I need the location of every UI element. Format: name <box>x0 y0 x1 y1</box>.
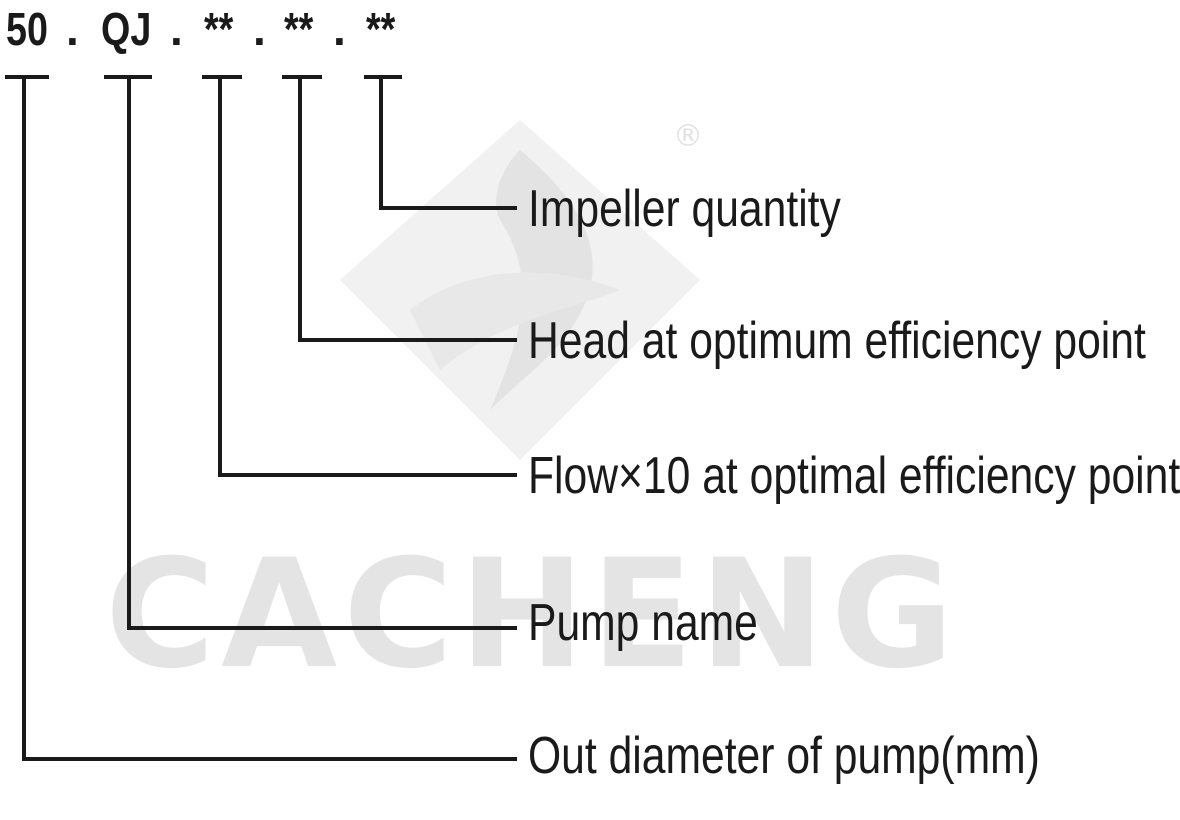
code-outer-diameter: 50 <box>6 3 48 55</box>
leader-horizontal-flow <box>218 473 517 477</box>
leader-horizontal-outer-diameter <box>22 757 517 761</box>
label-pump-name: Pump name <box>528 594 758 652</box>
code-separator-4: . <box>333 3 346 55</box>
leader-horizontal-pump-name <box>127 626 517 630</box>
code-impeller-quantity: ** <box>366 3 396 55</box>
company-logo-watermark <box>340 120 700 460</box>
pump-model-code-diagram: ® CACHENG 50 . QJ . ** . ** . ** Impelle… <box>5 3 1180 785</box>
label-out-diameter: Out diameter of pump(mm) <box>528 727 1040 785</box>
leader-horizontal-head <box>298 338 517 342</box>
label-head: Head at optimum efficiency point <box>528 312 1146 370</box>
registered-mark: ® <box>673 119 703 154</box>
underline-head <box>282 75 322 79</box>
leader-vertical-impeller-quantity <box>379 75 383 210</box>
code-separator-3: . <box>253 3 266 55</box>
code-head: ** <box>284 3 314 55</box>
leader-horizontal-impeller-quantity <box>379 206 517 210</box>
brand-watermark: CACHENG <box>105 528 960 702</box>
code-pump-name: QJ <box>101 3 152 55</box>
label-impeller-quantity: Impeller quantity <box>528 180 841 238</box>
underline-outer-diameter <box>5 75 49 79</box>
label-flow: Flow×10 at optimal efficiency point <box>528 447 1180 505</box>
leader-vertical-pump-name <box>127 75 131 630</box>
leader-vertical-head <box>298 75 302 342</box>
leader-vertical-outer-diameter <box>22 75 26 761</box>
leader-vertical-flow <box>218 75 222 477</box>
code-separator-2: . <box>170 3 183 55</box>
code-separator-1: . <box>66 3 79 55</box>
underline-flow <box>202 75 242 79</box>
code-flow: ** <box>204 3 234 55</box>
underline-impeller-quantity <box>364 75 402 79</box>
